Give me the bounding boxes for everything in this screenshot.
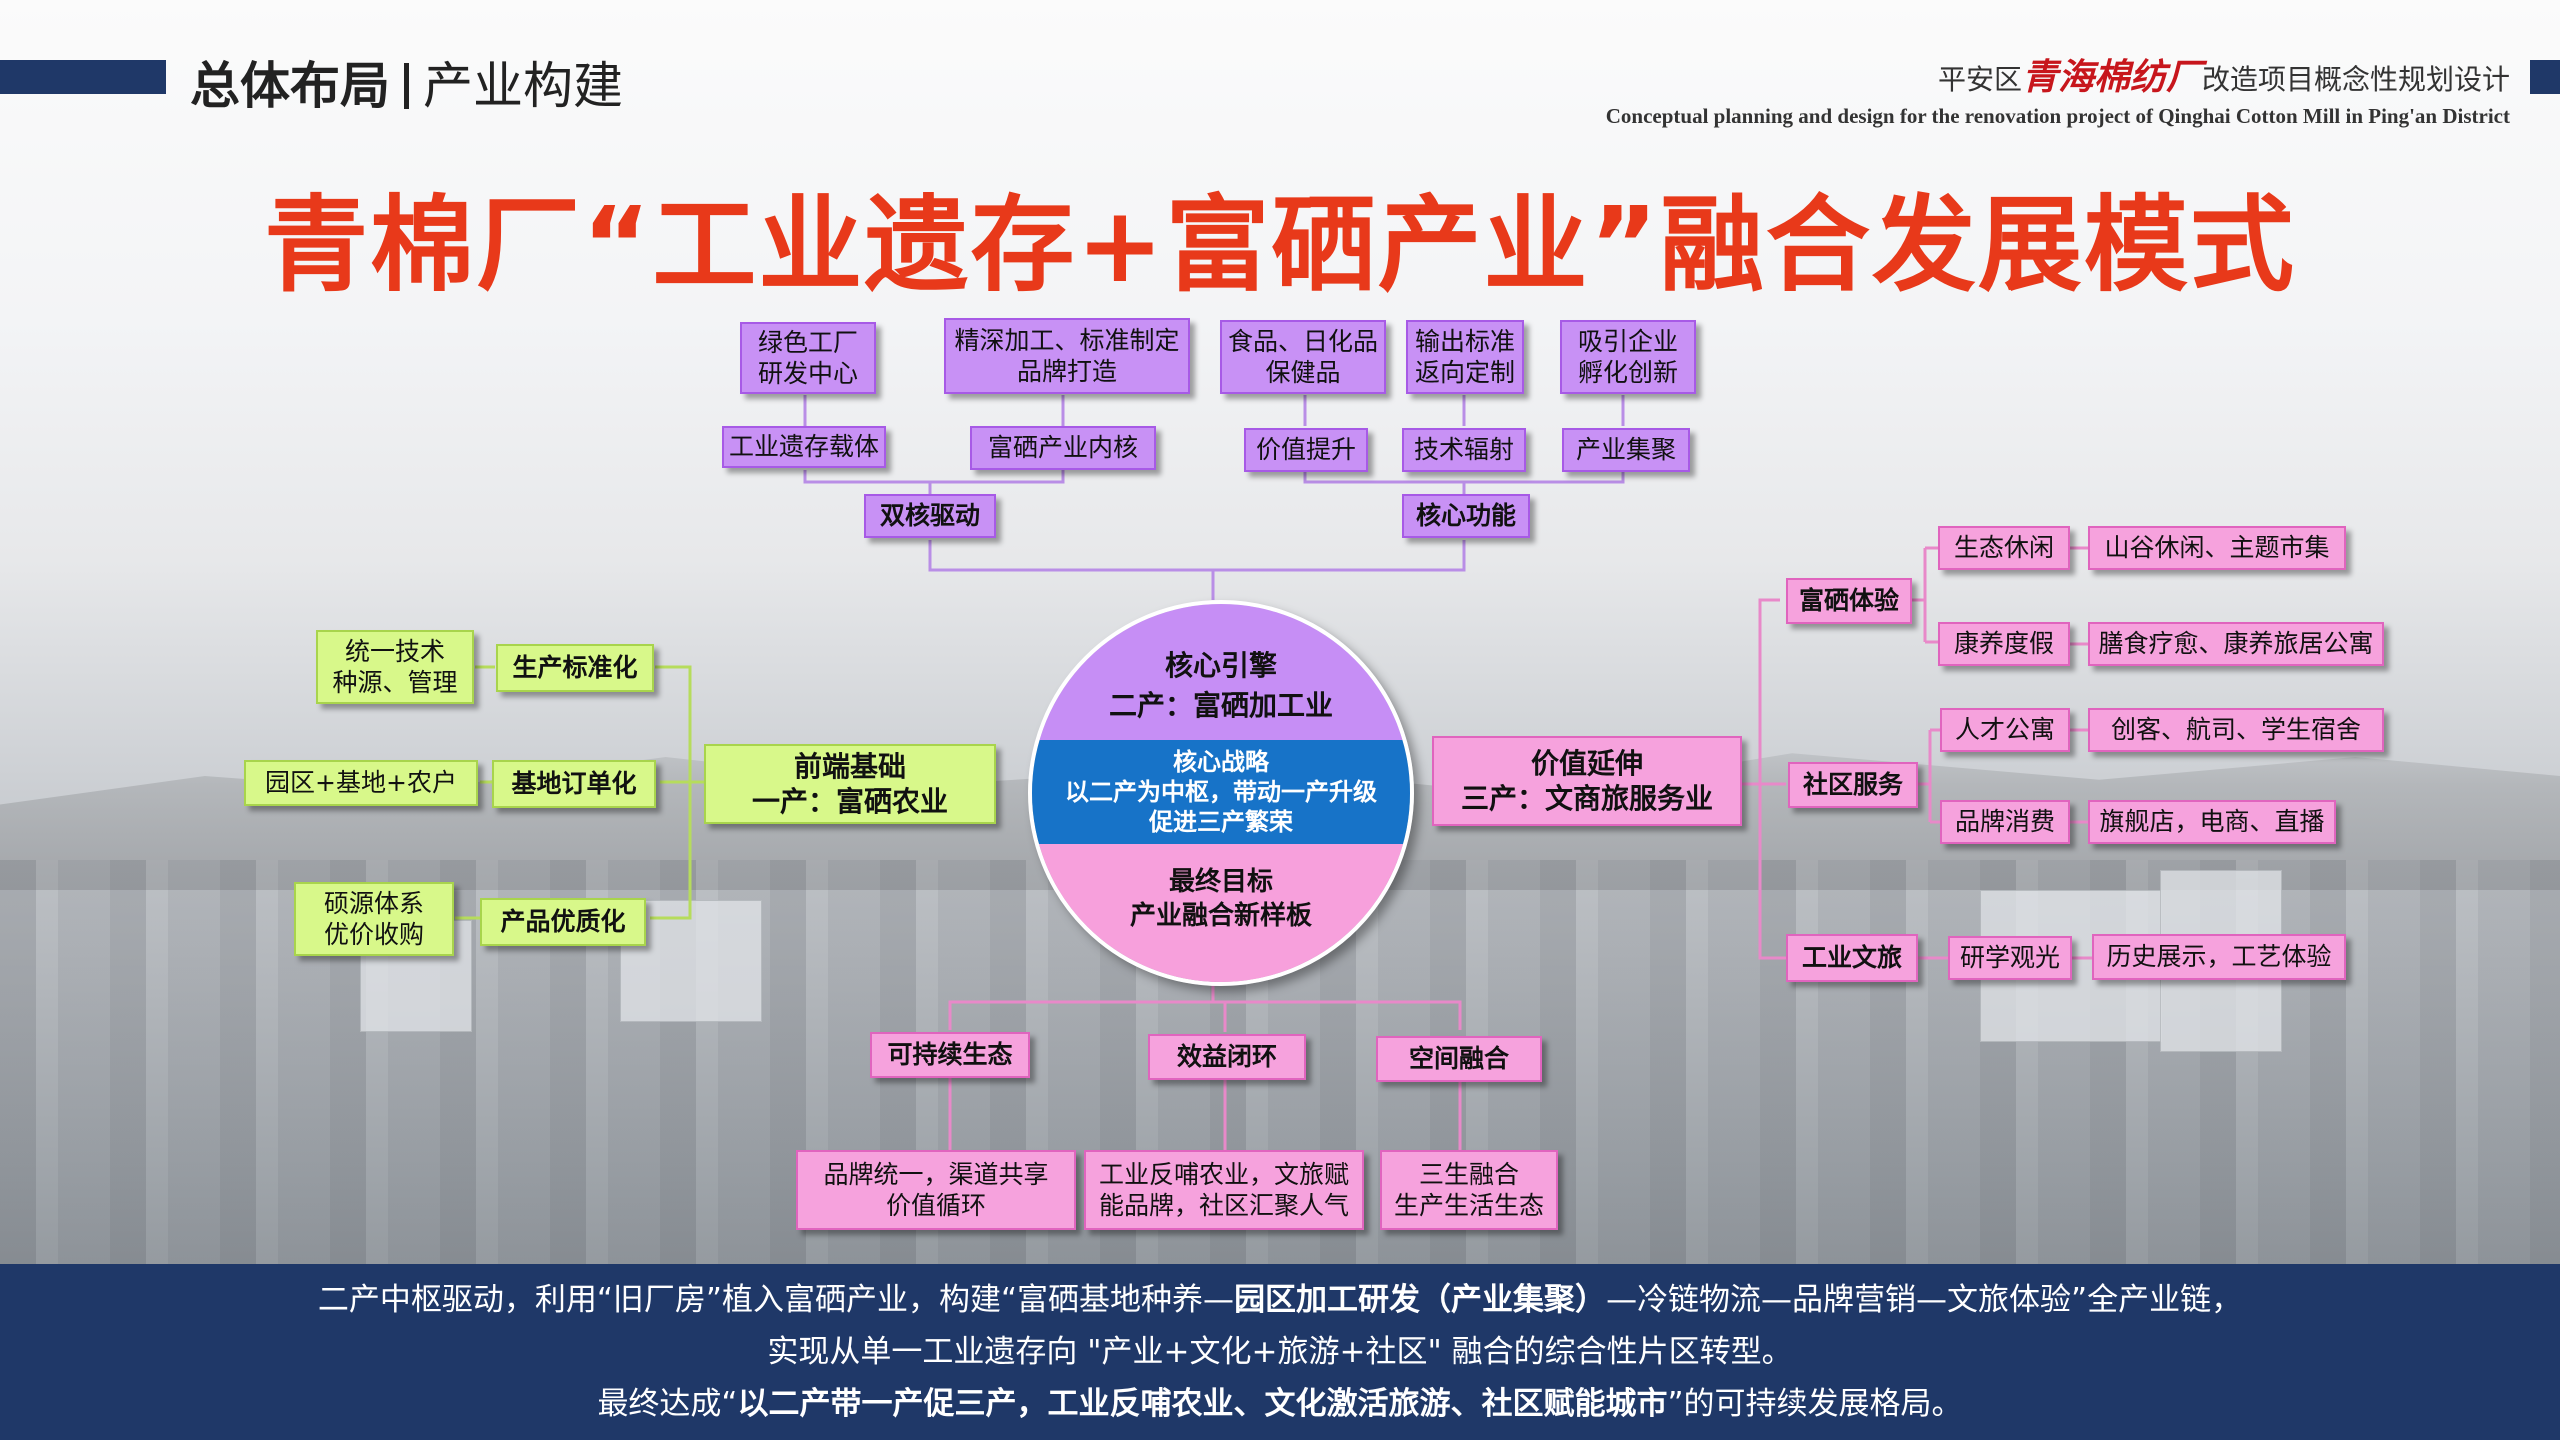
group-industrial-tourism: 工业文旅 bbox=[1786, 934, 1918, 982]
detail-brand-channels: 品牌统一，渠道共享 价值循环 bbox=[796, 1150, 1076, 1230]
core-strategy-section: 核心战略 以二产为中枢，带动一产升级 促进三产繁荣 bbox=[1032, 740, 1410, 844]
item-talent-apartments: 人才公寓 bbox=[1940, 708, 2070, 752]
heading-divider bbox=[404, 63, 409, 109]
item-product-quality: 产品优质化 bbox=[480, 898, 646, 946]
summary-text: ”的可持续发展格局。 bbox=[1667, 1386, 1963, 1422]
group-selenium-experience: 富硒体验 bbox=[1786, 578, 1912, 624]
label-tech-radiation: 技术辐射 bbox=[1402, 428, 1526, 472]
item-spatial-integration: 空间融合 bbox=[1376, 1036, 1542, 1082]
summary-text: 最终达成“ bbox=[597, 1386, 738, 1422]
group-core-functions: 核心功能 bbox=[1402, 494, 1530, 538]
detail-green-factory: 绿色工厂 研发中心 bbox=[740, 322, 876, 394]
detail-park-base-farmer: 园区+基地+农户 bbox=[244, 760, 478, 806]
detail-attract-enterprises: 吸引企业 孵化创新 bbox=[1560, 320, 1696, 394]
final-goal-title: 最终目标 bbox=[1168, 867, 1273, 897]
detail-export-standards: 输出标准 返向定制 bbox=[1406, 320, 1524, 394]
summary-footer: 二产中枢驱动，利用“旧厂房”植入富硒产业，构建“富硒基地种养—园区加工研发（产业… bbox=[0, 1264, 2560, 1440]
value-extension-subtitle: 三产：文商旅服务业 bbox=[1460, 782, 1713, 815]
core-strategy-title: 核心战略 bbox=[1173, 748, 1269, 776]
section-subtitle: 产业构建 bbox=[423, 57, 623, 115]
item-sustainable-ecology: 可持续生态 bbox=[870, 1032, 1030, 1078]
detail-three-lives: 三生融合 生产生活生态 bbox=[1380, 1150, 1558, 1230]
summary-text: —冷链物流—品牌营销—文旅体验”全产业链， bbox=[1606, 1282, 2243, 1318]
summary-line-3: 最终达成“以二产带一产促三产，工业反哺农业、文化激活旅游、社区赋能城市”的可持续… bbox=[0, 1378, 2560, 1430]
label-industry-cluster: 产业集聚 bbox=[1562, 428, 1690, 472]
detail-flagship-ecommerce: 旗舰店，电商、直播 bbox=[2088, 800, 2336, 844]
group-community-services: 社区服务 bbox=[1788, 762, 1918, 808]
summary-emphasis: 园区加工研发（产业集聚） bbox=[1234, 1282, 1607, 1318]
header-bar-right bbox=[2530, 60, 2560, 94]
core-engine-title: 核心引擎 bbox=[1164, 649, 1277, 682]
label-industrial-heritage: 工业遗存载体 bbox=[722, 426, 886, 468]
front-end-foundation: 前端基础 一产：富硒农业 bbox=[704, 744, 996, 824]
item-study-tour: 研学观光 bbox=[1948, 936, 2072, 980]
item-production-standardization: 生产标准化 bbox=[496, 644, 654, 692]
core-strategy-line3: 促进三产繁荣 bbox=[1149, 808, 1293, 836]
core-engine-section: 核心引擎 二产：富硒加工业 bbox=[1032, 604, 1410, 740]
detail-diet-healing: 膳食疗愈、康养旅居公寓 bbox=[2088, 622, 2384, 666]
project-title-en: Conceptual planning and design for the r… bbox=[1605, 104, 2510, 128]
value-extension: 价值延伸 三产：文商旅服务业 bbox=[1432, 736, 1742, 826]
final-goal-subtitle: 产业融合新样板 bbox=[1129, 900, 1312, 931]
summary-line-1: 二产中枢驱动，利用“旧厂房”植入富硒产业，构建“富硒基地种养—园区加工研发（产业… bbox=[0, 1274, 2560, 1326]
final-goal-section: 最终目标 产业融合新样板 bbox=[1032, 844, 1410, 982]
front-end-title: 前端基础 bbox=[793, 750, 906, 783]
project-prefix: 平安区 bbox=[1937, 63, 2022, 96]
item-wellness-resort: 康养度假 bbox=[1938, 622, 2070, 666]
core-engine-subtitle: 二产：富硒加工业 bbox=[1108, 689, 1333, 722]
front-end-subtitle: 一产：富硒农业 bbox=[751, 785, 948, 818]
project-label: 平安区青海棉纺厂改造项目概念性规划设计 Conceptual planning … bbox=[1606, 48, 2510, 129]
project-suffix: 改造项目概念性规划设计 bbox=[2201, 63, 2510, 96]
project-title-cn: 平安区青海棉纺厂改造项目概念性规划设计 bbox=[1606, 48, 2510, 100]
header-bar-left bbox=[0, 60, 166, 94]
summary-text: 二产中枢驱动，利用“旧厂房”植入富硒产业，构建“富硒基地种养— bbox=[317, 1282, 1235, 1318]
detail-industry-feedback: 工业反哺农业，文旅赋 能品牌，社区汇聚人气 bbox=[1084, 1150, 1364, 1230]
detail-food-products: 食品、日化品 保健品 bbox=[1220, 320, 1386, 394]
item-brand-consumption: 品牌消费 bbox=[1940, 800, 2070, 844]
detail-maker-dorms: 创客、航司、学生宿舍 bbox=[2088, 708, 2384, 752]
detail-unified-tech: 统一技术 种源、管理 bbox=[316, 630, 474, 704]
core-strategy-line2: 以二产为中枢，带动一产升级 bbox=[1065, 778, 1377, 806]
detail-valley-market: 山谷休闲、主题市集 bbox=[2088, 526, 2346, 570]
core-engine-circle: 核心引擎 二产：富硒加工业 核心战略 以二产为中枢，带动一产升级 促进三产繁荣 … bbox=[1028, 600, 1414, 986]
value-extension-title: 价值延伸 bbox=[1530, 747, 1643, 780]
label-value-increase: 价值提升 bbox=[1244, 428, 1368, 472]
item-eco-leisure: 生态休闲 bbox=[1938, 526, 2070, 570]
group-dual-core-drive: 双核驱动 bbox=[864, 494, 996, 538]
detail-deep-processing: 精深加工、标准制定 品牌打造 bbox=[944, 318, 1190, 394]
detail-source-purchase: 硕源体系 优价收购 bbox=[294, 882, 454, 956]
section-heading: 总体布局产业构建 bbox=[190, 46, 623, 118]
summary-line-2: 实现从单一工业遗存向 "产业+文化+旅游+社区" 融合的综合性片区转型。 bbox=[767, 1334, 1793, 1370]
summary-emphasis: 以二产带一产促三产，工业反哺农业、文化激活旅游、社区赋能城市 bbox=[737, 1386, 1668, 1422]
page-title: 青棉厂“工业遗存+富硒产业”融合发展模式 bbox=[264, 184, 2296, 306]
label-selenium-core: 富硒产业内核 bbox=[970, 426, 1156, 470]
project-brand-logo: 青海棉纺厂 bbox=[2021, 56, 2202, 98]
item-base-orders: 基地订单化 bbox=[492, 760, 656, 808]
detail-history-craft: 历史展示，工艺体验 bbox=[2092, 934, 2346, 980]
item-benefit-loop: 效益闭环 bbox=[1148, 1034, 1306, 1080]
section-title: 总体布局 bbox=[190, 57, 390, 115]
